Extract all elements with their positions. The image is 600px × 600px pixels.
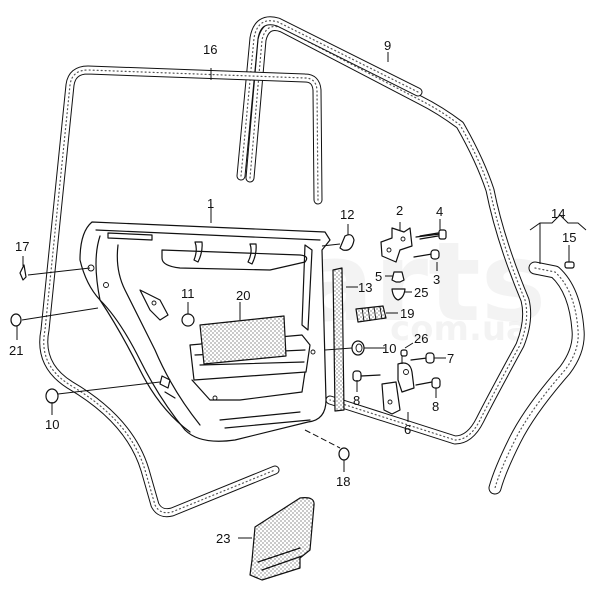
part-10b-plug[interactable] xyxy=(45,388,59,404)
part-13-seal-strip[interactable] xyxy=(332,267,345,412)
callout-1: 1 xyxy=(207,196,214,211)
part-16-door-seal[interactable] xyxy=(39,65,323,518)
callout-5: 5 xyxy=(375,269,382,284)
part-14-rear-seal[interactable] xyxy=(488,261,585,495)
part-8a-bolt[interactable] xyxy=(352,370,381,382)
callout-15: 15 xyxy=(562,230,576,245)
callout-7: 7 xyxy=(447,351,454,366)
callout-21: 21 xyxy=(9,343,23,358)
part-11-plug[interactable] xyxy=(181,313,195,327)
part-6-lower-hinge[interactable] xyxy=(381,362,415,415)
watermark-sub: com.ua xyxy=(390,309,529,349)
callout-18: 18 xyxy=(336,474,350,489)
part-10a-plug[interactable] xyxy=(351,340,365,356)
callout-23: 23 xyxy=(216,531,230,546)
callout-labels: 1 2 3 4 5 6 7 8 8 9 10 10 11 12 13 14 15… xyxy=(9,38,576,546)
callout-4: 4 xyxy=(436,204,443,219)
callout-8a: 8 xyxy=(353,393,360,408)
part-15-clip[interactable] xyxy=(564,261,575,269)
part-21-plug[interactable] xyxy=(10,313,22,327)
callout-16: 16 xyxy=(203,42,217,57)
part-4-bolt[interactable] xyxy=(415,229,447,240)
callout-14: 14 xyxy=(551,206,565,221)
callout-26: 26 xyxy=(414,331,428,346)
callout-10a: 10 xyxy=(382,341,396,356)
part-12-corner-cover[interactable] xyxy=(339,234,355,251)
leader-lines xyxy=(16,52,587,539)
callout-10b: 10 xyxy=(45,417,59,432)
part-18-plug[interactable] xyxy=(338,447,350,461)
part-2-upper-hinge[interactable] xyxy=(380,227,413,263)
callout-25: 25 xyxy=(414,285,428,300)
part-20-damping-mat[interactable] xyxy=(199,315,287,365)
part-19-buffer[interactable] xyxy=(355,305,387,323)
part-8b-bolt[interactable] xyxy=(415,377,441,389)
part-3-bolt[interactable] xyxy=(413,249,440,260)
callout-20: 20 xyxy=(236,288,250,303)
part-25-cap[interactable] xyxy=(391,288,406,301)
callout-11: 11 xyxy=(181,286,195,301)
callout-12: 12 xyxy=(340,207,354,222)
callout-17: 17 xyxy=(15,239,29,254)
part-26-cap[interactable] xyxy=(400,349,408,357)
callout-2: 2 xyxy=(396,203,403,218)
part-9-body-seal[interactable] xyxy=(236,16,532,445)
part-7-bolt[interactable] xyxy=(410,352,435,364)
callout-19: 19 xyxy=(400,306,414,321)
part-23-damping-pad[interactable] xyxy=(249,497,315,581)
callout-9: 9 xyxy=(384,38,391,53)
callout-8b: 8 xyxy=(432,399,439,414)
callout-6: 6 xyxy=(404,422,411,437)
callout-3: 3 xyxy=(433,272,440,287)
callout-13: 13 xyxy=(358,280,372,295)
part-5-hinge-pin[interactable] xyxy=(391,271,405,283)
part-17-corner-cover[interactable] xyxy=(19,264,27,281)
